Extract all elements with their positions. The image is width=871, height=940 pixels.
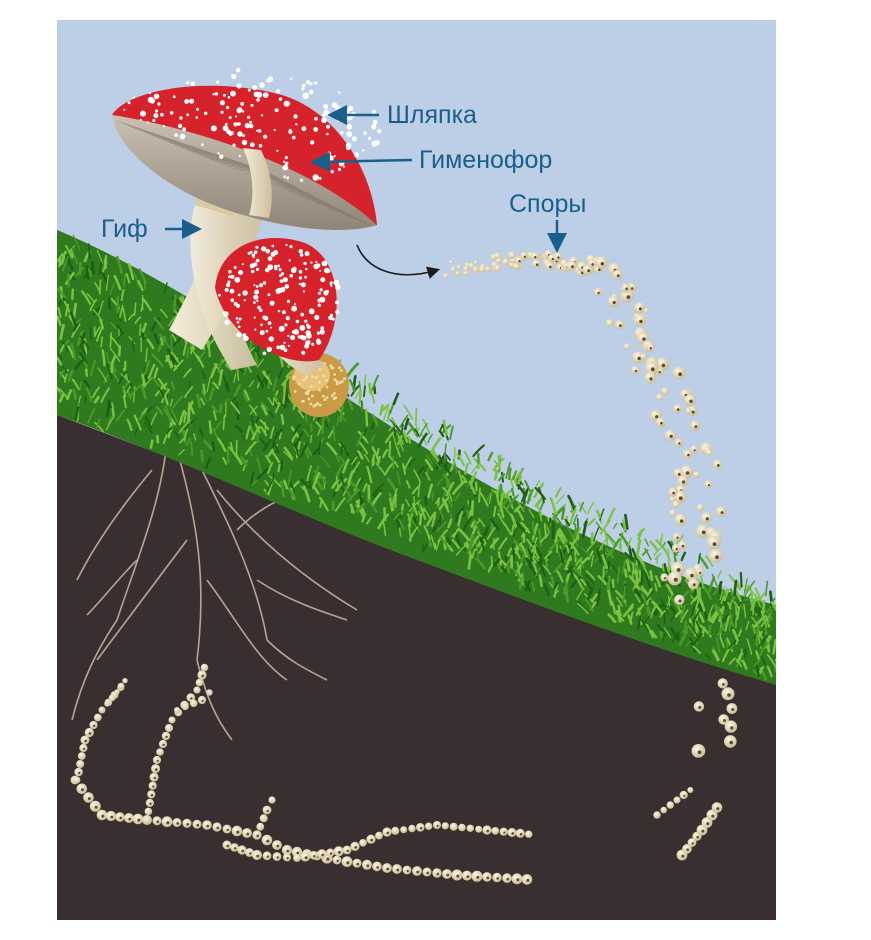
arrow-left-icon [310, 151, 413, 172]
mushroom-cap [112, 68, 382, 230]
mushroom-stem-upper [243, 148, 272, 218]
airborne-spores [442, 249, 738, 758]
second-mushroom [215, 238, 341, 375]
mycelium-spore-chains [70, 663, 723, 885]
label-hymenophore: Гименофор [419, 146, 552, 174]
fungus-diagram: Шляпка Гименофор Споры Гиф [57, 20, 776, 920]
label-spores: Споры [509, 190, 586, 218]
soil [57, 415, 776, 920]
curved-arrow-icon [356, 244, 441, 279]
label-hypha: Гиф [101, 215, 148, 243]
label-cap: Шляпка [387, 101, 477, 129]
